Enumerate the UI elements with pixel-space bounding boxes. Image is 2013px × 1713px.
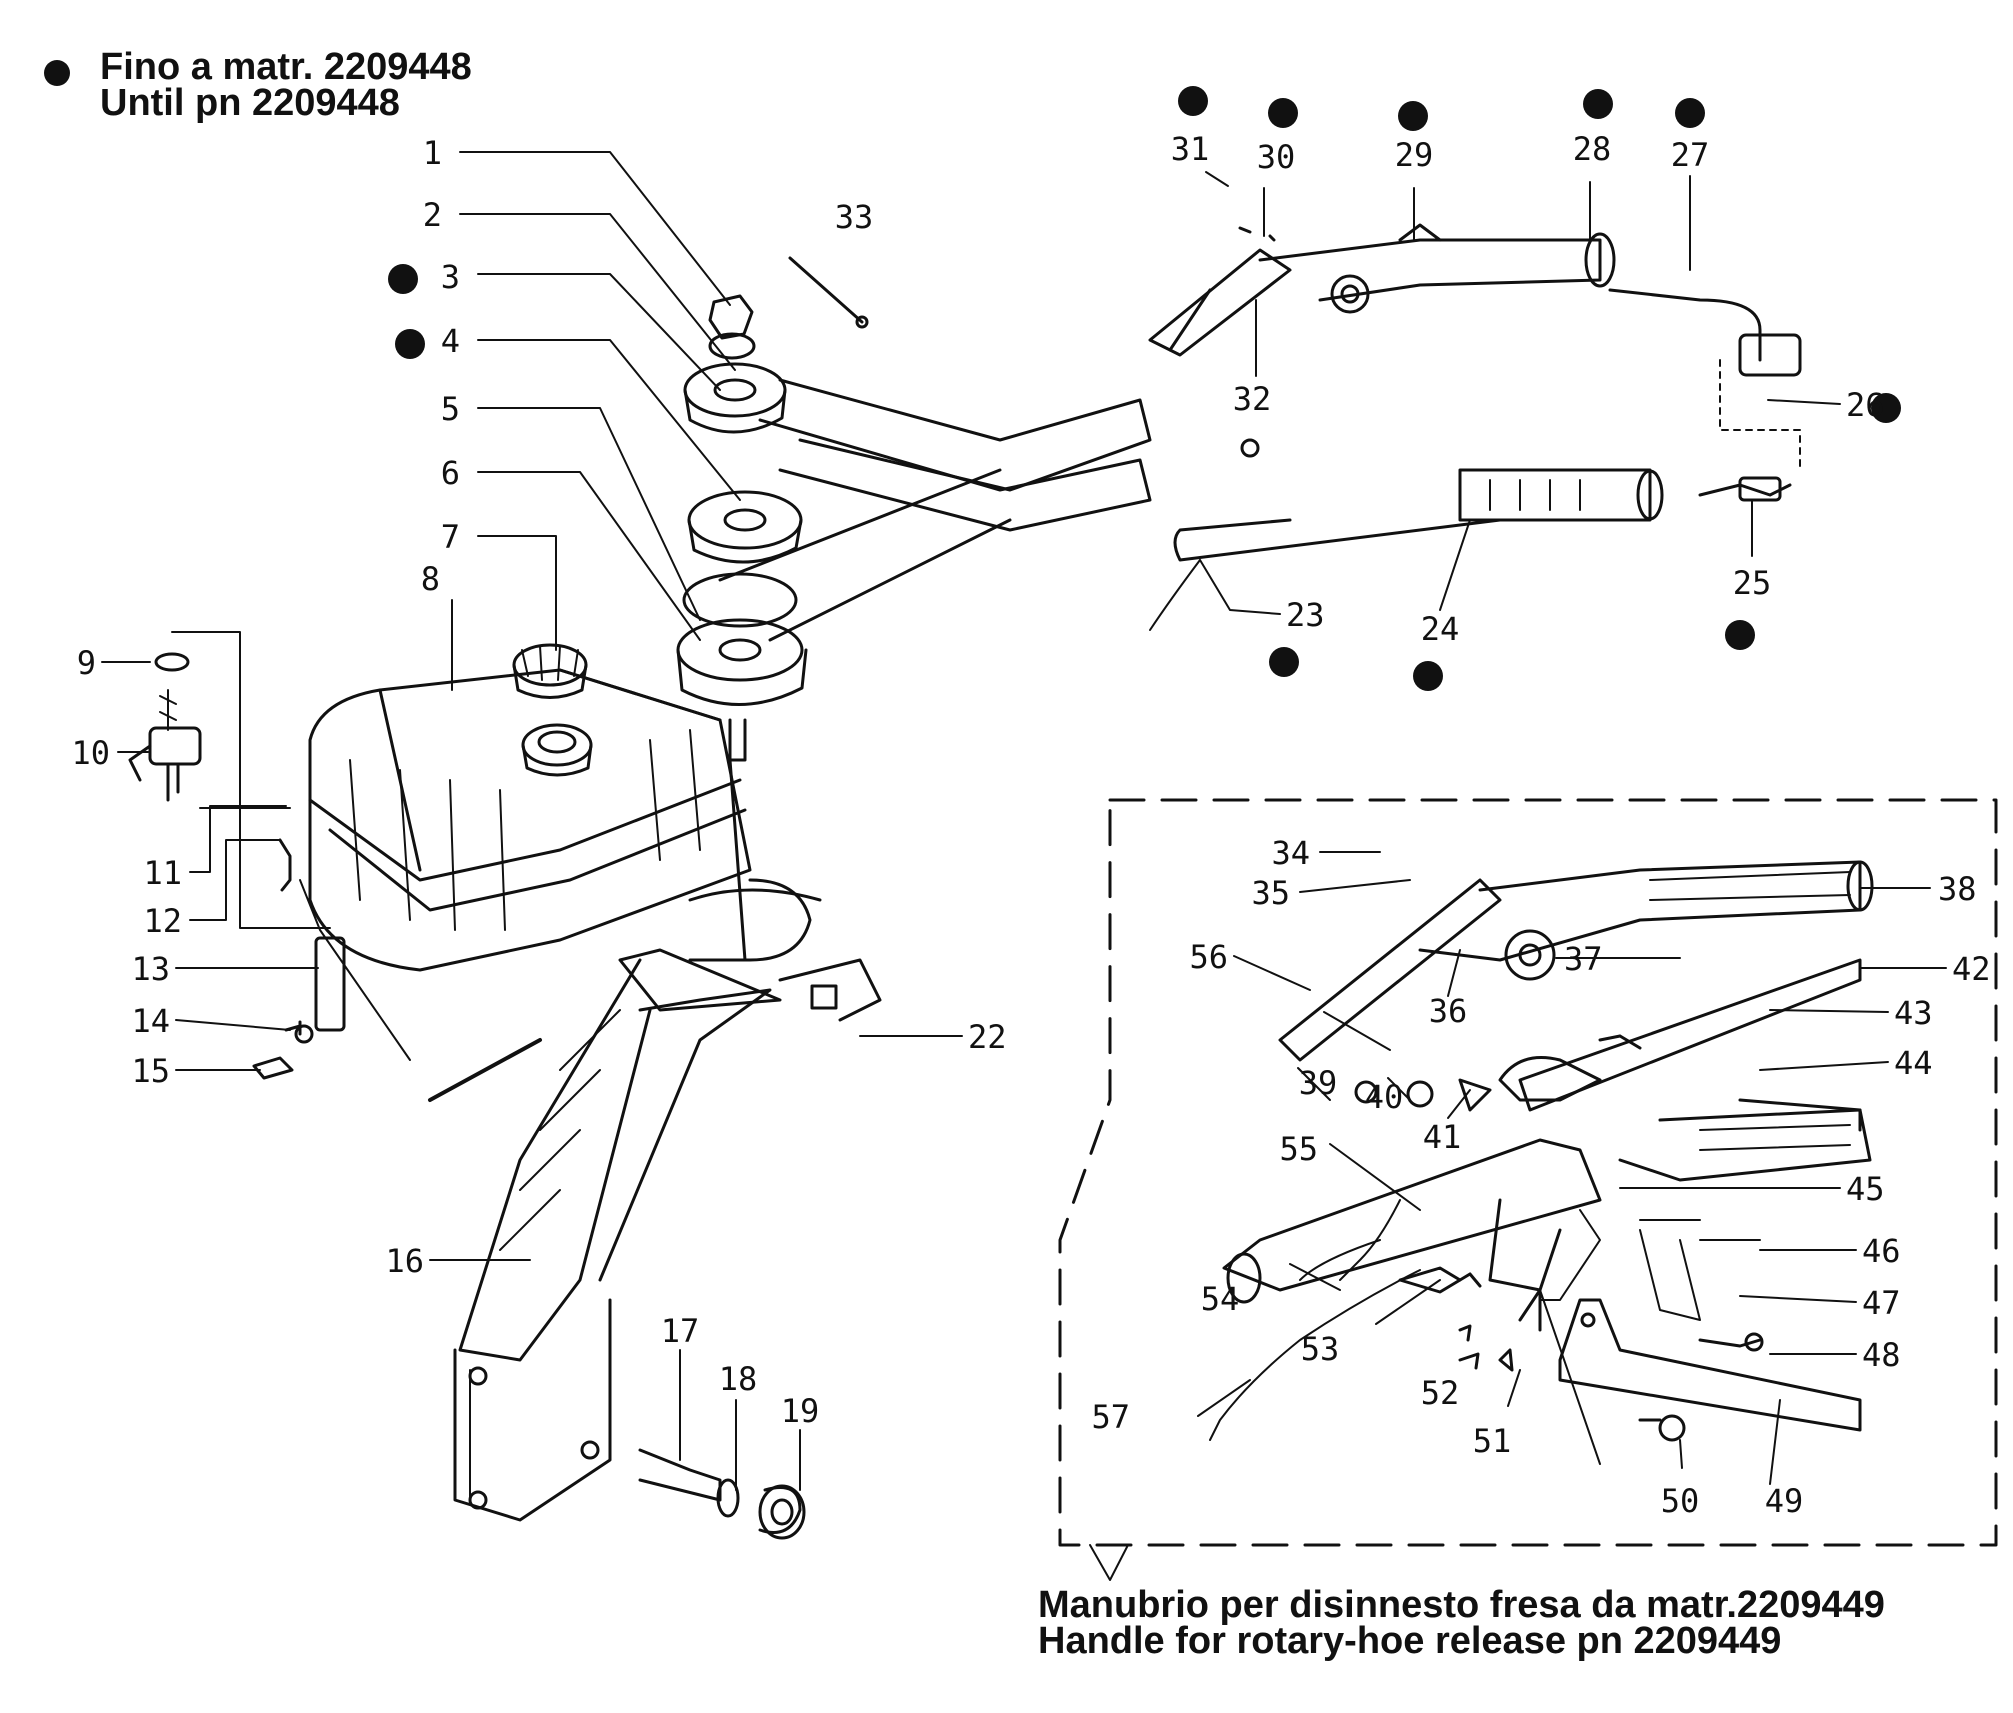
marker-dot xyxy=(1268,98,1298,128)
callout-12: 12 xyxy=(143,902,182,940)
callout-16: 16 xyxy=(385,1242,424,1280)
callout-56: 56 xyxy=(1189,938,1228,976)
callout-17: 17 xyxy=(661,1312,700,1350)
callout-40: 40 xyxy=(1365,1078,1404,1116)
fuel-cap-drawing xyxy=(512,643,593,777)
callout-46: 46 xyxy=(1862,1232,1901,1270)
marker-dot xyxy=(1871,393,1901,423)
callout-34: 34 xyxy=(1271,834,1310,872)
callout-labels: 1 2 3 4 5 6 7 8 9 10 11 12 13 14 15 16 1… xyxy=(71,130,1990,1520)
callout-10: 10 xyxy=(71,734,110,772)
marker-dot xyxy=(1398,101,1428,131)
callout-3: 3 xyxy=(441,258,460,296)
inset-caption-italian: Manubrio per disinnesto fresa da matr.22… xyxy=(1038,1584,1885,1626)
callout-38: 38 xyxy=(1938,870,1977,908)
callout-47: 47 xyxy=(1862,1284,1901,1322)
inset-frame xyxy=(1058,798,1998,1547)
callout-52: 52 xyxy=(1421,1374,1460,1412)
callout-42: 42 xyxy=(1952,950,1991,988)
callout-55: 55 xyxy=(1279,1130,1318,1168)
callout-45: 45 xyxy=(1846,1170,1885,1208)
callout-39: 39 xyxy=(1299,1064,1338,1102)
callout-9: 9 xyxy=(77,644,96,682)
callout-19: 19 xyxy=(781,1392,820,1430)
marker-dot xyxy=(388,264,418,294)
inset-caption-english: Handle for rotary-hoe release pn 2209449 xyxy=(1038,1620,1782,1662)
callout-37: 37 xyxy=(1564,940,1603,978)
callout-29: 29 xyxy=(1395,136,1434,174)
marker-dot xyxy=(1725,620,1755,650)
callout-54: 54 xyxy=(1201,1280,1240,1318)
throttle-grip-drawing xyxy=(1148,223,1802,631)
marker-dot xyxy=(1413,661,1443,691)
callout-57: 57 xyxy=(1091,1398,1130,1436)
callout-44: 44 xyxy=(1894,1044,1933,1082)
callout-43: 43 xyxy=(1894,994,1933,1032)
callout-8: 8 xyxy=(421,560,440,598)
callout-41: 41 xyxy=(1423,1118,1462,1156)
legend-line-italian: Fino a matr. 2209448 xyxy=(100,46,472,88)
callout-11: 11 xyxy=(143,854,182,892)
callout-18: 18 xyxy=(719,1360,758,1398)
marker-dot xyxy=(1269,647,1299,677)
callout-2: 2 xyxy=(423,196,442,234)
callout-33: 33 xyxy=(835,198,874,236)
callout-25: 25 xyxy=(1733,564,1772,602)
callout-51: 51 xyxy=(1473,1422,1512,1460)
callout-14: 14 xyxy=(131,1002,170,1040)
callout-35: 35 xyxy=(1251,874,1290,912)
handlebar-pivot-drawing xyxy=(676,256,869,762)
callout-50: 50 xyxy=(1661,1482,1700,1520)
callout-36: 36 xyxy=(1429,992,1468,1030)
handlebar-arm-drawing xyxy=(718,378,1152,642)
handlebar-column-drawing xyxy=(453,758,882,1540)
marker-dots xyxy=(388,86,1901,691)
callout-26: 26 xyxy=(1846,386,1885,424)
inset-handle-drawing xyxy=(1209,860,1874,1442)
callout-4: 4 xyxy=(441,322,460,360)
callout-5: 5 xyxy=(441,390,460,428)
marker-dot xyxy=(395,329,425,359)
callout-49: 49 xyxy=(1765,1482,1804,1520)
fuel-tank-drawing xyxy=(299,668,752,1102)
callout-24: 24 xyxy=(1421,610,1460,648)
marker-dot xyxy=(1675,98,1705,128)
callout-32: 32 xyxy=(1233,380,1272,418)
fuel-tap-drawing xyxy=(128,631,346,1080)
legend-line-english: Until pn 2209448 xyxy=(100,82,400,124)
callout-27: 27 xyxy=(1671,136,1710,174)
callout-28: 28 xyxy=(1573,130,1612,168)
callout-1: 1 xyxy=(423,134,442,172)
callout-23: 23 xyxy=(1286,596,1325,634)
callout-leader-lines xyxy=(101,151,1947,1491)
marker-dot xyxy=(1583,89,1613,119)
callout-31: 31 xyxy=(1171,130,1210,168)
callout-30: 30 xyxy=(1257,138,1296,176)
legend-marker-dot xyxy=(44,60,70,86)
marker-dot xyxy=(1178,86,1208,116)
callout-22: 22 xyxy=(968,1018,1007,1056)
callout-48: 48 xyxy=(1862,1336,1901,1374)
callout-53: 53 xyxy=(1301,1330,1340,1368)
callout-6: 6 xyxy=(441,454,460,492)
callout-15: 15 xyxy=(131,1052,170,1090)
callout-13: 13 xyxy=(131,950,170,988)
callout-7: 7 xyxy=(441,518,460,556)
